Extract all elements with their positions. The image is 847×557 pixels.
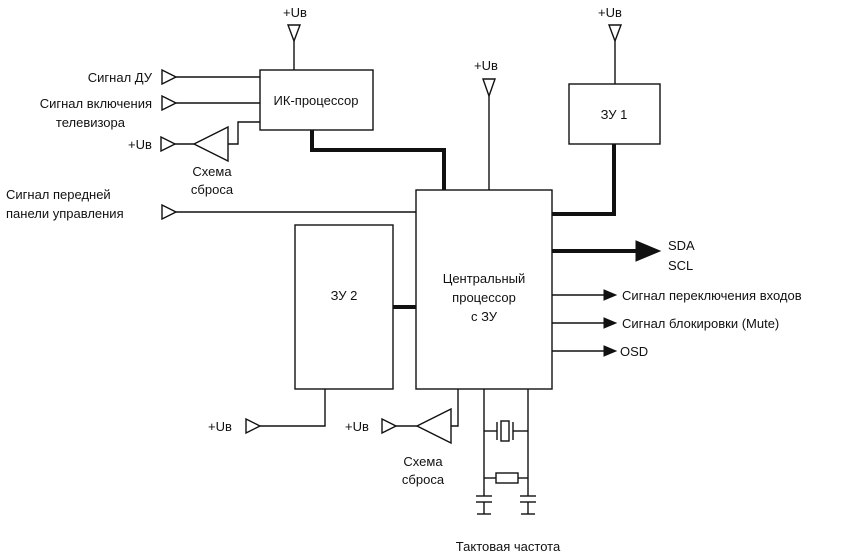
output-mute: Сигнал блокировки (Mute) <box>552 316 779 331</box>
input-front-panel: Сигнал передней панели управления <box>6 187 416 221</box>
supply-label: +Uв <box>128 137 152 152</box>
front-panel-label-line2: панели управления <box>6 206 124 221</box>
input-tv-on: Сигнал включения телевизора <box>40 94 260 130</box>
supply-terminal <box>482 78 496 99</box>
output-bus: SDA SCL <box>552 238 695 273</box>
cpu-label-line1: Центральный <box>443 271 526 286</box>
sda-label: SDA <box>668 238 695 253</box>
memory2-block <box>294 224 394 390</box>
input-remote: Сигнал ДУ <box>88 68 260 86</box>
cpu-label-line2: процессор <box>452 290 516 305</box>
input-terminal <box>161 94 178 112</box>
mute-label: Сигнал блокировки (Mute) <box>622 316 779 331</box>
input-terminal <box>161 68 178 86</box>
supply-cpu: +Uв <box>474 58 498 190</box>
zu1-cpu-bus <box>552 144 616 216</box>
clock-label: Тактовая частота <box>456 539 561 554</box>
reset-buffer <box>192 125 229 163</box>
reset-buffer <box>415 407 452 445</box>
supply-label: +Uв <box>345 419 369 434</box>
supply-terminal <box>286 24 302 43</box>
memory2-label: ЗУ 2 <box>331 288 358 303</box>
output-input-switch: Сигнал переключения входов <box>552 288 802 303</box>
bus-arrow <box>635 240 662 262</box>
reset-circuit-upper: +Uв Схема сброса <box>128 121 260 197</box>
supply-label: +Uв <box>283 5 307 20</box>
clock-circuit: Тактовая частота <box>456 389 561 554</box>
osd-label: OSD <box>620 344 648 359</box>
cpu-label-line3: с ЗУ <box>471 309 498 324</box>
resistor <box>495 472 519 484</box>
reset-circuit-lower: +Uв Схема сброса <box>345 389 459 487</box>
reset-label-line1: Схема <box>192 164 232 179</box>
supply-label: +Uв <box>474 58 498 73</box>
input-terminal <box>161 203 178 221</box>
crystal <box>500 420 510 442</box>
memory1-label: ЗУ 1 <box>601 107 628 122</box>
ir-processor-label: ИК-процессор <box>274 93 359 108</box>
front-panel-label-line1: Сигнал передней <box>6 187 111 202</box>
supply-ir: +Uв <box>283 5 307 70</box>
tv-on-label-line1: Сигнал включения <box>40 96 152 111</box>
supply-terminal <box>607 24 623 43</box>
memory1-block <box>568 83 661 145</box>
reset-label-line2: сброса <box>402 472 445 487</box>
ir-cpu-bus <box>310 130 446 190</box>
tv-on-label-line2: телевизора <box>56 115 126 130</box>
reset-label-line1: Схема <box>403 454 443 469</box>
supply-terminal <box>245 417 262 435</box>
supply-zu2: +Uв <box>208 389 326 435</box>
cpu-block <box>415 189 553 390</box>
scl-label: SCL <box>668 258 693 273</box>
input-switch-label: Сигнал переключения входов <box>622 288 802 303</box>
supply-label: +Uв <box>598 5 622 20</box>
output-osd: OSD <box>552 344 648 359</box>
ir-processor-block <box>259 69 374 131</box>
supply-terminal <box>381 417 398 435</box>
reset-label-line2: сброса <box>191 182 234 197</box>
supply-terminal <box>160 135 177 153</box>
supply-zu1: +Uв <box>598 5 623 84</box>
remote-signal-label: Сигнал ДУ <box>88 70 153 85</box>
supply-label: +Uв <box>208 419 232 434</box>
